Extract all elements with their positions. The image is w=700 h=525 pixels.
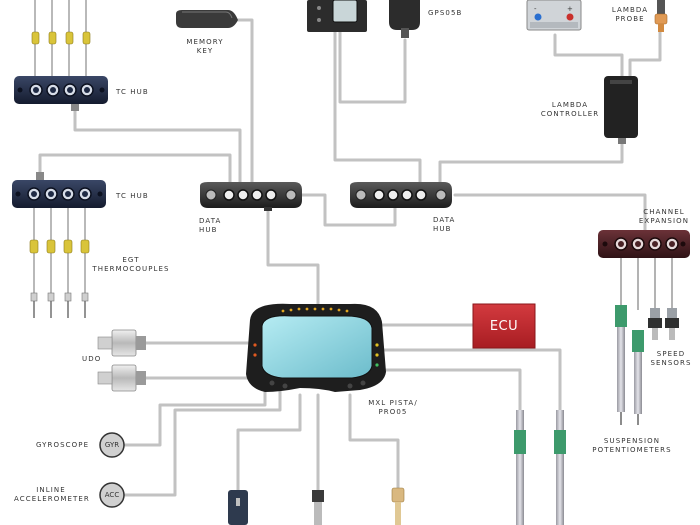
hub-icon: [200, 182, 302, 211]
acc-badge: ACC: [104, 491, 120, 499]
hub-icon: [14, 76, 108, 111]
sensor-icon: [648, 308, 679, 340]
thermocouple-icon: [29, 239, 90, 318]
hub-icon: [598, 230, 690, 258]
egt-wires: [33, 208, 86, 295]
ecu-label: ECU: [489, 318, 519, 334]
potentiometer-icon: [615, 305, 644, 425]
cables: [38, 18, 662, 497]
lambda-controller-icon: [604, 76, 638, 144]
lambda-probe-icon: [654, 0, 668, 32]
gyroscope-icon: [99, 432, 125, 458]
thermocouple-wires-top: [34, 0, 87, 80]
gps-module-icon: [307, 0, 420, 38]
svg-text:-: -: [534, 5, 537, 13]
hub-icon: [350, 182, 452, 208]
thermocouple-icon: [31, 31, 91, 45]
ecu-icon: [472, 303, 536, 349]
connector-icon: [228, 487, 405, 525]
gyroscope-label: GYROSCOPE: [36, 441, 90, 449]
potentiometer-icon: [514, 410, 566, 525]
hub-icon: [12, 172, 106, 208]
accelerometer-icon: [99, 482, 125, 508]
memory-key-icon: [176, 10, 238, 28]
tc-hub-top-label: TC HUB: [116, 88, 149, 96]
display-icon: [246, 303, 386, 392]
svg-text:+: +: [567, 5, 573, 13]
udo-label: UDO: [82, 355, 102, 363]
battery-icon: - +: [526, 0, 582, 31]
mxl-label: MXL PISTA/PRO05: [368, 399, 418, 416]
tc-hub-mid-label: TC HUB: [116, 192, 149, 200]
sensor-icon: [97, 329, 146, 392]
channel-wires: [620, 258, 673, 310]
gps-label: GPS05B: [428, 9, 463, 17]
gyr-badge: GYR: [104, 441, 120, 449]
